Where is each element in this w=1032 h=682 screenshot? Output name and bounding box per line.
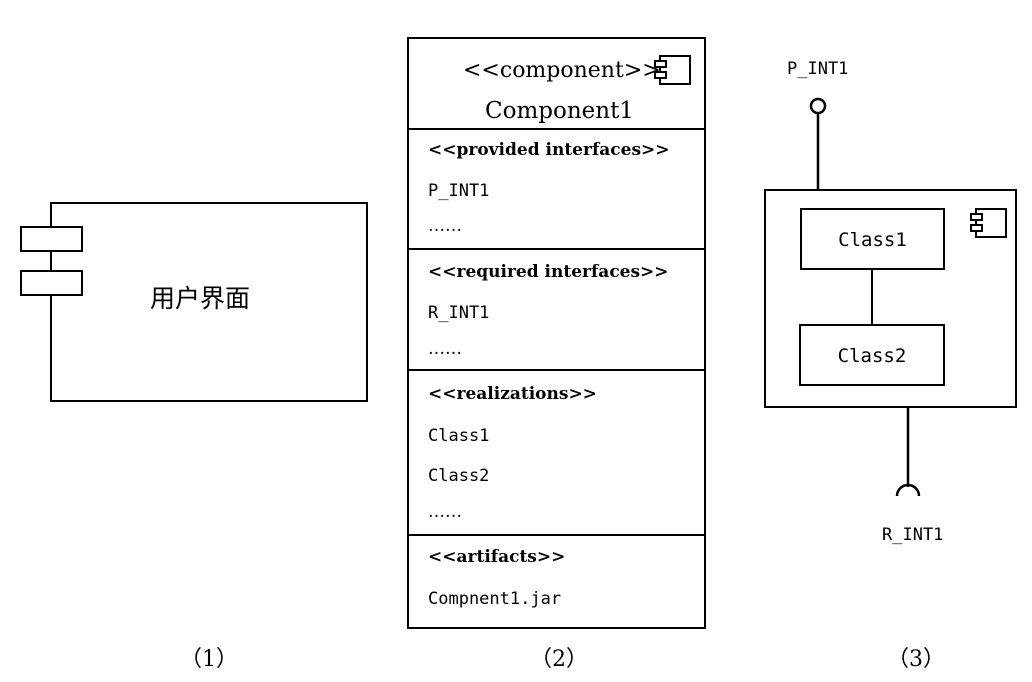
component-port-top: [20, 226, 83, 252]
provided-interface-lollipop: [809, 97, 827, 190]
realization-ellipsis: ……: [428, 502, 462, 522]
provided-interface-item: P_INT1: [428, 181, 490, 201]
artifact-item: Compnent1.jar: [428, 589, 562, 609]
required-interface-socket: [895, 407, 921, 497]
provided-interface-ellipsis: ……: [428, 216, 462, 236]
figure2-caption: （2）: [530, 647, 588, 672]
component-ui-body: [50, 202, 368, 402]
association-line: [871, 270, 873, 325]
provided-interfaces-header: <<provided interfaces>>: [428, 140, 670, 160]
divider: [407, 369, 706, 371]
divider: [407, 248, 706, 250]
component-stereotype: <<component>>: [463, 58, 661, 83]
component-ui-title: 用户界面: [150, 286, 251, 313]
required-interfaces-header: <<required interfaces>>: [428, 262, 669, 282]
divider: [407, 128, 706, 130]
class-name: Class1: [838, 229, 907, 251]
provided-interface-label: P_INT1: [787, 59, 849, 79]
component-spec-frame: [407, 37, 706, 629]
component-port-bottom: [20, 270, 83, 296]
required-interface-label: R_INT1: [882, 525, 944, 545]
artifacts-header: <<artifacts>>: [428, 547, 566, 567]
divider: [407, 534, 706, 536]
class-box: [800, 208, 945, 270]
required-interface-item: R_INT1: [428, 303, 490, 323]
realization-item: Class2: [428, 466, 490, 486]
component-icon: [654, 55, 691, 85]
class-box: [799, 324, 945, 386]
figure1-caption: （1）: [180, 647, 238, 672]
realization-item: Class1: [428, 426, 490, 446]
component-icon: [970, 208, 1007, 238]
realizations-header: <<realizations>>: [428, 384, 597, 404]
component-name: Component1: [485, 98, 634, 124]
figure3-caption: （3）: [887, 647, 945, 672]
class-name: Class2: [837, 345, 907, 367]
required-interface-ellipsis: ……: [428, 339, 462, 359]
